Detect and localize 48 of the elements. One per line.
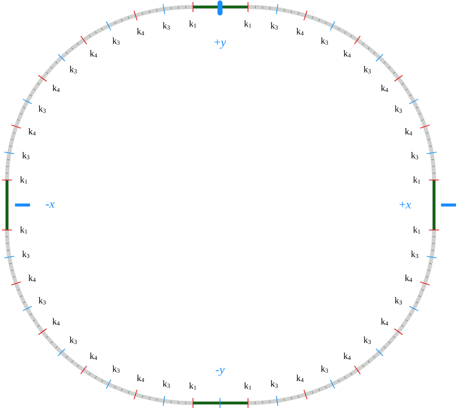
tick-label: k$_{4}$ <box>296 374 304 382</box>
tick-label: k$_{3}$ <box>112 37 120 45</box>
tick-label: k$_{3}$ <box>320 365 328 373</box>
tick-label: k$_{3}$ <box>270 380 278 388</box>
tick-label: k$_{4}$ <box>380 318 388 326</box>
tick-label: k$_{3}$ <box>320 37 328 45</box>
tick-label: k$_{1}$ <box>189 382 196 390</box>
tick-label: k$_{4}$ <box>136 374 144 382</box>
tick-label: k$_{3}$ <box>162 22 170 30</box>
tick-label: k$_{1}$ <box>20 176 28 184</box>
tick-label: k$_{3}$ <box>38 297 46 304</box>
tick-label: k$_{1}$ <box>20 226 28 234</box>
tick-label: k$_{4}$ <box>90 352 98 360</box>
tick-label: k$_{4}$ <box>52 318 60 326</box>
tick-label: k$_{4}$ <box>28 274 36 282</box>
axis-label: -y <box>216 368 225 376</box>
tick-label: k$_{3}$ <box>38 106 46 113</box>
tick-label: k$_{1}$ <box>189 20 196 28</box>
tick-label: k$_{4}$ <box>296 28 304 36</box>
tick-label: k$_{1}$ <box>413 176 420 184</box>
tick-label: k$_{4}$ <box>344 352 351 360</box>
tick-label: k$_{3}$ <box>112 365 120 373</box>
tick-label: k$_{4}$ <box>28 128 36 136</box>
tick-label: k$_{3}$ <box>22 250 30 258</box>
tick-label: k$_{1}$ <box>244 382 252 390</box>
tick-label: k$_{3}$ <box>411 152 418 160</box>
tick-label: k$_{3}$ <box>70 66 77 74</box>
tick-label: k$_{4}$ <box>136 28 144 36</box>
tick-label: k$_{3}$ <box>364 66 371 74</box>
tick-label: k$_{3}$ <box>411 250 418 258</box>
axis-label: -x <box>46 202 55 208</box>
tick-label: k$_{4}$ <box>344 50 351 58</box>
tick-label: k$_{3}$ <box>22 152 30 160</box>
tick-label: k$_{3}$ <box>394 106 402 113</box>
tick-label: k$_{4}$ <box>90 50 98 58</box>
tick-label: k$_{4}$ <box>404 128 412 136</box>
tick-label: k$_{4}$ <box>52 84 60 92</box>
tick-label: k$_{1}$ <box>244 20 252 28</box>
tick-label: k$_{3}$ <box>270 22 278 30</box>
tick-label: k$_{3}$ <box>364 336 371 344</box>
tick-label: k$_{3}$ <box>162 380 170 388</box>
tick-label: k$_{4}$ <box>404 274 412 282</box>
tick-label: k$_{4}$ <box>380 84 388 92</box>
tick-label: k$_{3}$ <box>394 297 402 304</box>
axis-label: +y <box>214 39 226 49</box>
tick-label: k$_{3}$ <box>70 336 77 344</box>
tick-label: k$_{1}$ <box>413 226 420 234</box>
axis-label: +x <box>400 202 411 208</box>
